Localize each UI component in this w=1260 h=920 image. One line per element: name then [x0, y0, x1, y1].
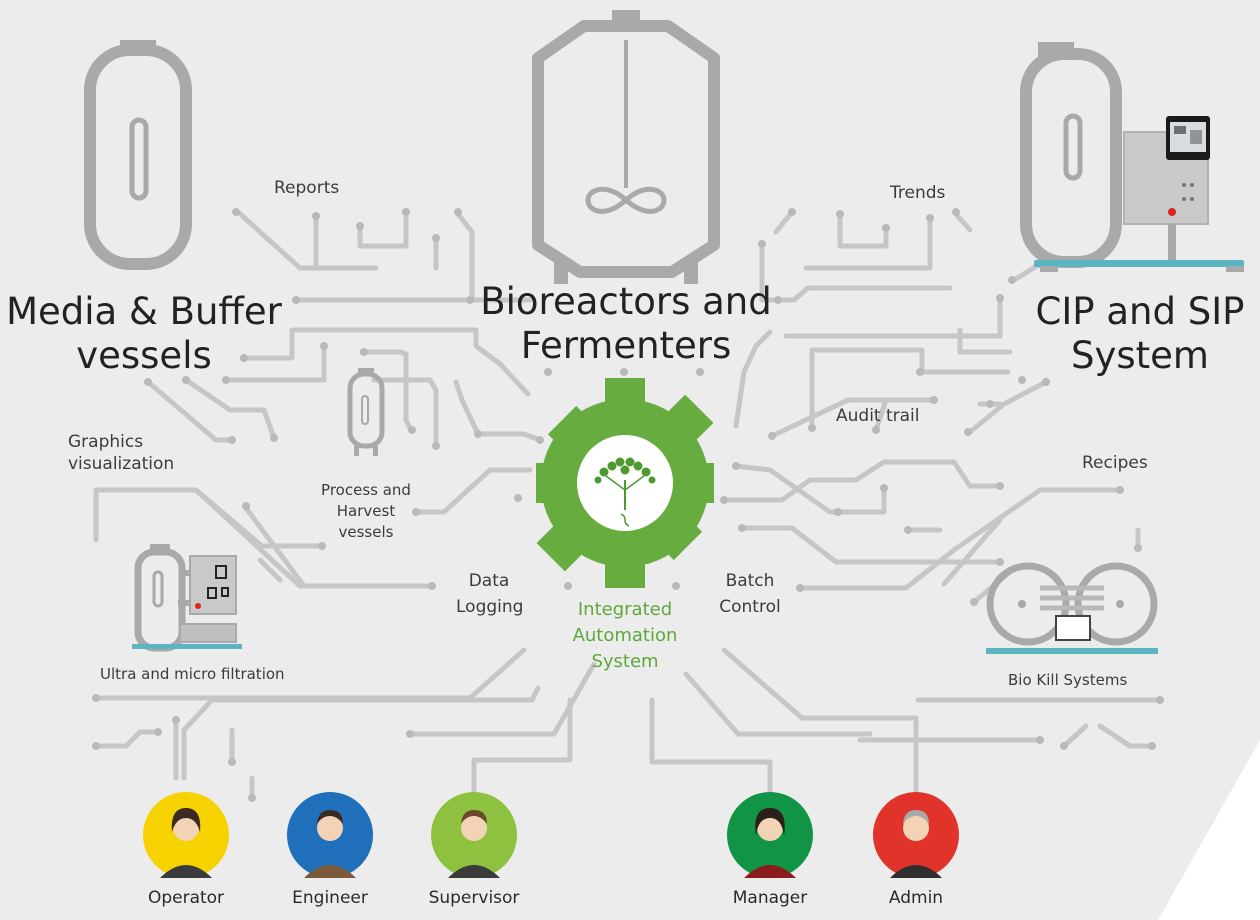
role-engineer-label: Engineer: [292, 888, 368, 908]
media-buffer-vessel-icon: [84, 40, 192, 270]
automation-gear-icon: [536, 378, 714, 588]
circuit-traces: [93, 209, 1163, 799]
recipes-label: Recipes: [1082, 453, 1148, 473]
role-supervisor-label: Supervisor: [428, 888, 520, 908]
process-harvest-label: Process and Harvest vessels: [321, 481, 411, 541]
trends-label: Trends: [890, 183, 946, 203]
bio-kill-systems-icon: [986, 562, 1158, 654]
batch-control-label: Batch Control: [719, 571, 781, 617]
ultra-micro-filtration-icon: [132, 544, 242, 652]
media-buffer-label: Media & Buffer vessels: [6, 290, 282, 377]
trace-dots: [92, 208, 1164, 802]
bioreactors-label: Bioreactors and Fermenters: [480, 280, 772, 367]
cip-sip-system-icon: [1020, 42, 1244, 272]
manager-avatar: [727, 792, 813, 878]
role-manager-label: Manager: [732, 888, 808, 908]
audit-trail-label: Audit trail: [836, 406, 920, 426]
operator-avatar: [143, 792, 229, 878]
ultra-micro-filtration-label: Ultra and micro filtration: [100, 665, 285, 683]
graphics-visualization-label: Graphics visualization: [68, 432, 175, 474]
supervisor-avatar: [431, 792, 517, 878]
process-harvest-vessel-icon: [347, 368, 385, 456]
bio-kill-label: Bio Kill Systems: [1008, 671, 1128, 689]
bioreactor-icon: [532, 10, 720, 284]
hub-title: Integrated Automation System: [572, 599, 678, 672]
reports-label: Reports: [274, 178, 340, 198]
admin-avatar: [873, 792, 959, 878]
role-admin-label: Admin: [888, 888, 944, 908]
data-logging-label: Data Logging: [456, 571, 524, 617]
role-operator-label: Operator: [147, 888, 225, 908]
engineer-avatar: [287, 792, 373, 878]
tree-icon: [594, 457, 656, 527]
cip-sip-label: CIP and SIP System: [1035, 290, 1245, 377]
